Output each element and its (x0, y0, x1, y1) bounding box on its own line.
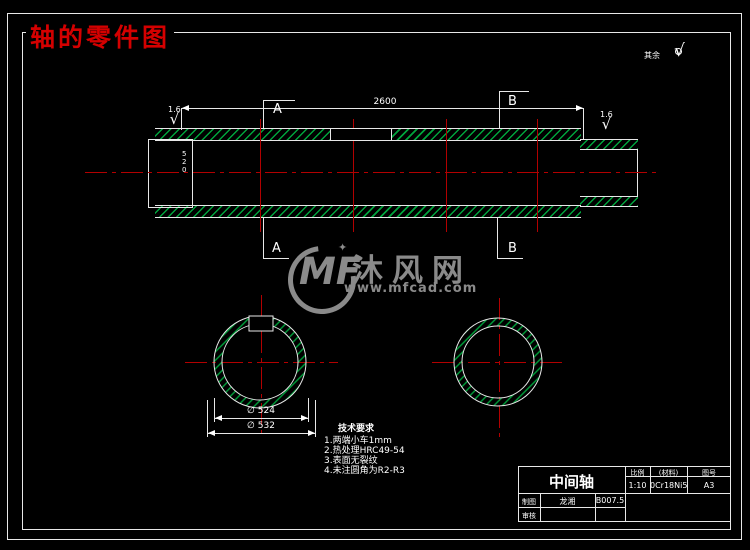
shaft-right-edge (637, 149, 638, 197)
title-block-line (595, 493, 596, 521)
title-block-line (625, 476, 731, 477)
section-a-bottom-label: A (272, 241, 281, 256)
section-a-top-line (263, 100, 264, 128)
roughness-mark-left: 1.6 √ (168, 105, 181, 128)
title-block-line (518, 493, 731, 494)
shaft-bottom-step-wall (580, 196, 638, 207)
dia532-ext-line (315, 400, 316, 437)
section-cut-centerline (537, 119, 538, 232)
tech-req-item: 2.热处理HRC49-54 (324, 446, 405, 456)
keyway-notch (248, 315, 274, 332)
keyway-slot (330, 128, 392, 141)
watermark-sparkle-icon: ✦ (338, 241, 348, 254)
dim-2600-line (181, 108, 583, 109)
material-label: (材料) (658, 469, 679, 477)
section-cut-centerline (353, 119, 354, 232)
watermark-site-url: www.mfcad.com (344, 281, 478, 296)
drafter-label: 制图 (522, 498, 536, 506)
dia524-ext-line (308, 398, 309, 422)
dim-arrow-icon (182, 105, 189, 111)
material-value: 0Cr18Ni5 (650, 481, 688, 490)
roughness-mark-right: 1.6 √ (600, 110, 613, 133)
section-b-crosshair (499, 298, 500, 437)
tech-req-list: 1.两端小车1mm 2.热处理HRC49-54 3.表面无裂纹 4.未注圆角为R… (324, 436, 405, 476)
dia532-dim-text: ∅ 532 (247, 421, 275, 431)
dia532-ext-line (207, 400, 208, 437)
section-b-view (453, 317, 543, 407)
watermark-logo: MF (299, 250, 362, 293)
shaft-centerline (85, 172, 657, 173)
inner-border (22, 32, 731, 530)
shaft-bottom-wall (155, 205, 581, 218)
title-block-line (518, 521, 731, 522)
section-b-bottom-label: B (508, 241, 517, 256)
rest-roughness-label: 其余 (644, 51, 660, 60)
drawing-number: B007.5 (595, 496, 625, 505)
section-b-top-label: B (508, 94, 517, 109)
step-diameter-dim: 520 (182, 150, 187, 174)
title-block-line (518, 507, 625, 508)
shaft-left-step (148, 139, 193, 208)
scale-label: 比例 (630, 469, 645, 477)
dim-arrow-icon (576, 105, 583, 111)
drafter-value: 龙湘 (559, 497, 576, 506)
section-a-view (213, 315, 307, 409)
sheet-value: A3 (703, 481, 715, 490)
dim-2600-text: 2600 (373, 97, 397, 107)
dia532-dim-line (207, 433, 315, 434)
dia524-dim-line (214, 418, 308, 419)
title-block-line (650, 466, 651, 493)
drawing-title: 轴的零件图 (26, 18, 175, 54)
tech-req-item: 3.表面无裂纹 (324, 456, 378, 466)
dia524-ext-line (214, 398, 215, 422)
section-b-bottom-line (497, 218, 498, 258)
sheet-label: 图号 (702, 469, 716, 477)
checker-label: 审核 (522, 512, 536, 520)
dim-arrow-icon (301, 415, 308, 421)
title-block-line (518, 466, 731, 467)
roughness-circle-icon (675, 48, 682, 55)
section-a-bottom-line (263, 258, 289, 259)
outer-border (7, 13, 742, 540)
roughness-check-icon: √ (601, 115, 612, 133)
dim-arrow-icon (215, 415, 222, 421)
dia524-dim-text: ∅ 524 (247, 406, 275, 416)
tech-req-title: 技术要求 (338, 424, 375, 434)
roughness-value: 1.6 (168, 105, 181, 114)
title-block-line (540, 493, 541, 521)
tech-req-item: 1.两端小车1mm (324, 436, 392, 446)
section-a-top-label: A (273, 102, 282, 117)
dim-2600-ext-left (181, 108, 182, 130)
section-b-bottom-line (497, 258, 523, 259)
dim-arrow-icon (208, 430, 215, 436)
section-cut-centerline (260, 119, 261, 232)
section-a-bottom-line (263, 218, 264, 258)
tech-req-item: 4.未注圆角为R2-R3 (324, 466, 405, 476)
section-b-top-line (499, 91, 529, 92)
scale-value: 1:10 (628, 481, 647, 490)
roughness-check-icon: √ (169, 110, 180, 128)
section-cut-centerline (446, 119, 447, 232)
watermark-site-name: 沐风网 (352, 253, 472, 289)
dim-arrow-icon (308, 430, 315, 436)
section-a-top-line (263, 100, 295, 101)
section-a-crosshair (261, 295, 262, 435)
title-block-line (687, 466, 688, 493)
section-b-top-line (499, 91, 500, 128)
part-name: 中间轴 (548, 473, 594, 491)
shaft-top-step-wall (580, 139, 638, 150)
roughness-value: 1.6 (600, 110, 613, 119)
dim-2600-ext-right (583, 108, 584, 140)
